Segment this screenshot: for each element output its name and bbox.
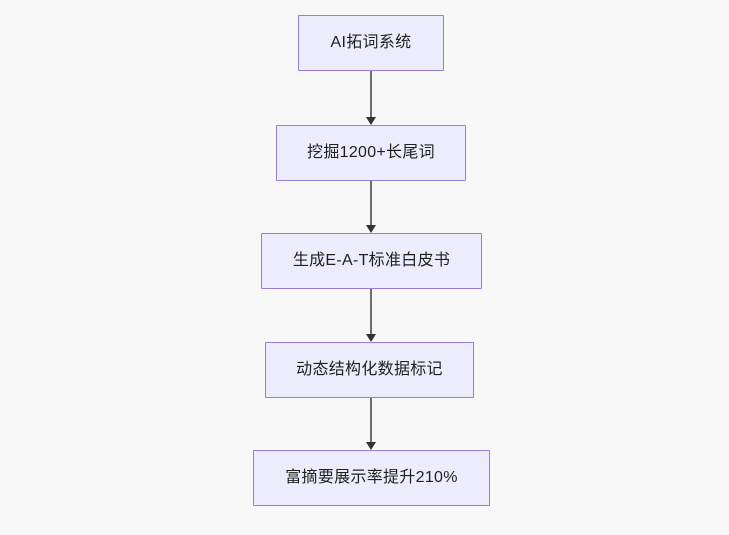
node-label: AI拓词系统 — [330, 34, 412, 52]
node-label: 动态结构化数据标记 — [296, 361, 443, 379]
edge-line — [370, 289, 372, 334]
edge-line — [370, 71, 372, 117]
node-label: 挖掘1200+长尾词 — [307, 144, 435, 162]
flowchart-node-generate-eat-whitepaper[interactable]: 生成E-A-T标准白皮书 — [261, 233, 482, 289]
edge-line — [370, 398, 372, 442]
flowchart-node-mine-longtail-keywords[interactable]: 挖掘1200+长尾词 — [276, 125, 466, 181]
arrowhead-icon — [366, 334, 376, 342]
node-label: 生成E-A-T标准白皮书 — [292, 252, 451, 270]
edge-line — [370, 181, 372, 225]
arrowhead-icon — [366, 117, 376, 125]
flowchart-node-rich-snippet-rate-increase[interactable]: 富摘要展示率提升210% — [253, 450, 490, 506]
arrowhead-icon — [366, 442, 376, 450]
flowchart-node-ai-keyword-system[interactable]: AI拓词系统 — [298, 15, 444, 71]
arrowhead-icon — [366, 225, 376, 233]
node-label: 富摘要展示率提升210% — [285, 469, 458, 487]
flowchart-node-dynamic-structured-data-markup[interactable]: 动态结构化数据标记 — [265, 342, 474, 398]
